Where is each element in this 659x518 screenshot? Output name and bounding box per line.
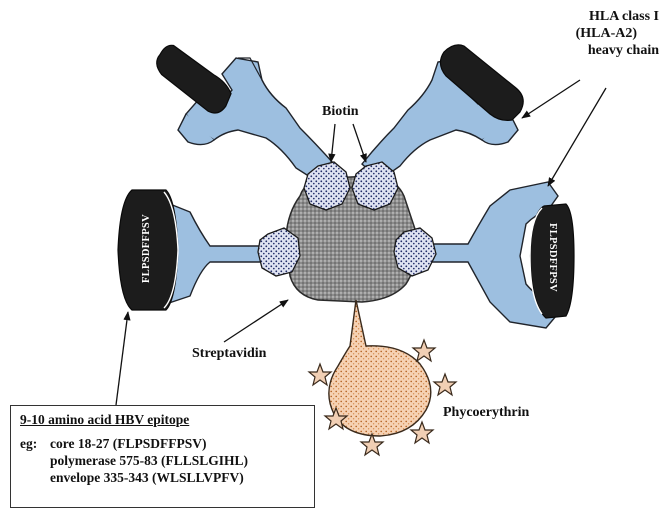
epitope-example-polymerase: polymerase 575-83 (FLLSLGIHL) xyxy=(50,452,248,469)
star-2 xyxy=(309,364,331,385)
label-phycoerythrin: Phycoerythrin xyxy=(443,405,529,421)
label-streptavidin: Streptavidin xyxy=(192,346,266,362)
hla-monomer-upper-left xyxy=(156,41,334,182)
epitope-example-row: eg: core 18-27 (FLPSDFFPSV) xyxy=(20,435,305,452)
epitope-eg-prefix: eg: xyxy=(20,435,50,452)
epitope-example-envelope: envelope 335-343 (WLSLLVPFV) xyxy=(50,469,244,486)
epitope-info-box: 9-10 amino acid HBV epitope eg: core 18-… xyxy=(10,405,315,508)
label-biotin: Biotin xyxy=(322,104,359,120)
label-hla-heavy-chain: HLA class I (HLA-A2) heavy chain xyxy=(576,8,659,59)
peptide-sequence-right: FLPSDFFPSV xyxy=(547,223,558,292)
epitope-example-row: polymerase 575-83 (FLLSLGIHL) xyxy=(20,452,305,469)
label-hla-line2: (HLA-A2) xyxy=(576,25,659,42)
arrow-hla-to-upper-right xyxy=(522,80,580,118)
biotin-right xyxy=(394,228,436,276)
label-hla-line3: heavy chain xyxy=(576,42,659,59)
star-1 xyxy=(413,340,435,361)
epitope-example-core: core 18-27 (FLPSDFFPSV) xyxy=(50,435,206,452)
star-6 xyxy=(361,434,383,455)
epitope-example-row: envelope 335-343 (WLSLLVPFV) xyxy=(20,469,305,486)
star-5 xyxy=(411,422,433,443)
arrow-streptavidin xyxy=(224,300,288,342)
arrow-hla-to-right xyxy=(548,88,606,186)
biotin-left xyxy=(258,228,300,276)
hla-monomer-upper-right xyxy=(362,45,523,180)
label-hla-line1: HLA class I xyxy=(576,8,659,25)
arrow-biotin-left xyxy=(331,124,335,162)
star-3 xyxy=(434,374,456,395)
epitope-title: 9-10 amino acid HBV epitope xyxy=(20,411,305,428)
peptide-sequence-left: FLPSDFFPSV xyxy=(141,214,152,283)
arrow-biotin-right xyxy=(353,124,366,162)
biotin-top-right xyxy=(352,162,398,210)
arrow-epitope xyxy=(116,312,128,405)
